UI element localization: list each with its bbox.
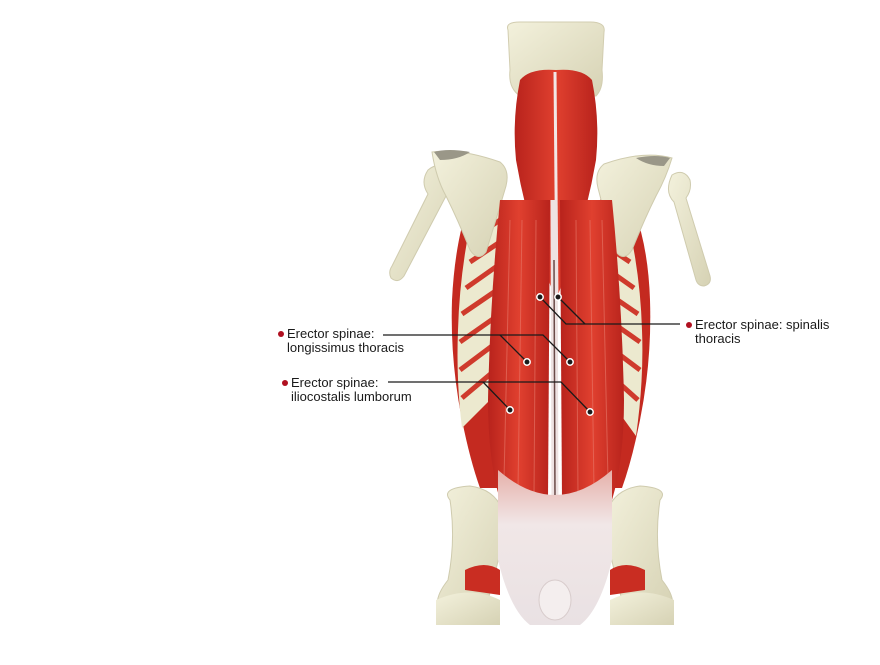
leader-line-iliocostalis [388,381,591,413]
pointer-dot [506,293,594,416]
label-line-1: Erector spinae: [291,375,379,390]
label-line-2: iliocostalis lumborum [291,389,412,404]
bullet-icon [686,322,692,328]
pelvis [436,485,674,625]
left-scapula [431,150,508,257]
label-iliocostalis-lumborum: Erector spinae: iliocostalis lumborum [282,375,412,404]
label-spinalis-thoracis: Erector spinae: spinalis thoracis [686,317,830,346]
label-line-1: Erector spinae: spinalis [695,317,830,332]
leader-line-longissimus [383,334,571,363]
label-longissimus-thoracis: Erector spinae: longissimus thoracis [278,326,405,355]
label-line-1: Erector spinae: [287,326,375,341]
pointer-dots [506,293,594,416]
label-line-2: thoracis [695,331,741,346]
erector-spinae [488,199,624,521]
bullet-icon [282,380,288,386]
right-arm-bone [668,171,711,287]
thoracolumbar-fascia [498,470,612,625]
leader-lines [383,296,680,413]
label-line-2: longissimus thoracis [287,340,405,355]
leader-line-spinalis [539,296,680,325]
bullet-icon [278,331,284,337]
